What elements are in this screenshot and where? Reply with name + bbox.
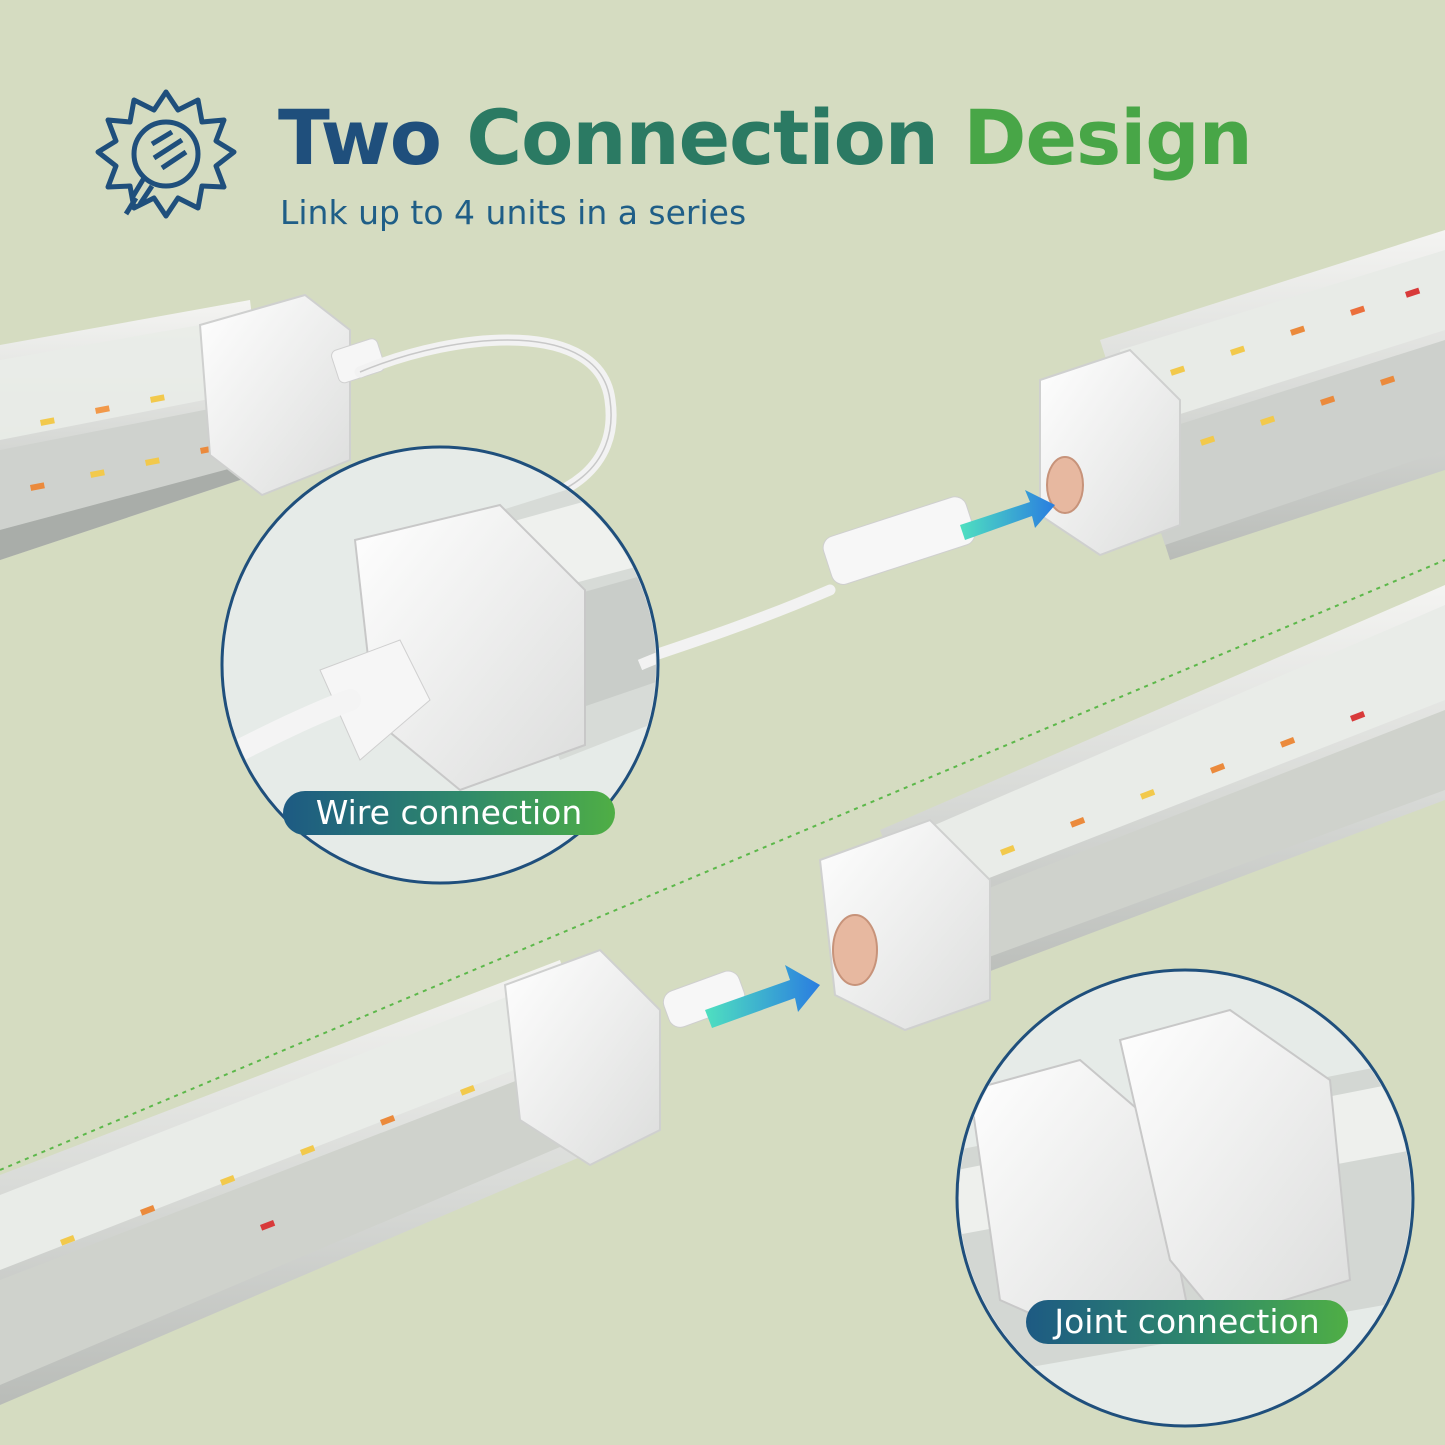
title-word-3: Design [963,93,1252,182]
title-block: Two Connection Design [278,100,1253,176]
led-strip-top-right [1170,287,1421,446]
led-strip-bottom-right [1000,710,1366,856]
top-right-light-bar [1039,230,1445,560]
joint-connection-callout [955,968,1415,1428]
title-word-1: Two [278,93,442,182]
arrow-bottom [705,965,820,1028]
bottom-right-light-bar [818,585,1445,1032]
page-title: Two Connection Design [278,100,1253,176]
wire-connection-label: Wire connection [283,791,615,835]
end-cap [198,293,351,497]
socket [1046,456,1084,514]
led-strip-bottom-left [59,1084,476,1246]
end-cap [1039,348,1181,557]
light-bulb-icon [95,89,237,219]
end-cap [503,948,661,1167]
arrow-top [960,490,1055,540]
joint-connection-label: Joint connection [1026,1300,1348,1344]
guide-dotted-line [0,559,1445,1171]
page-subtitle: Link up to 4 units in a series [280,193,747,232]
socket [832,914,878,986]
title-word-2: Connection [466,93,938,182]
bottom-left-light-bar [0,948,746,1405]
cable-plug [634,496,976,666]
